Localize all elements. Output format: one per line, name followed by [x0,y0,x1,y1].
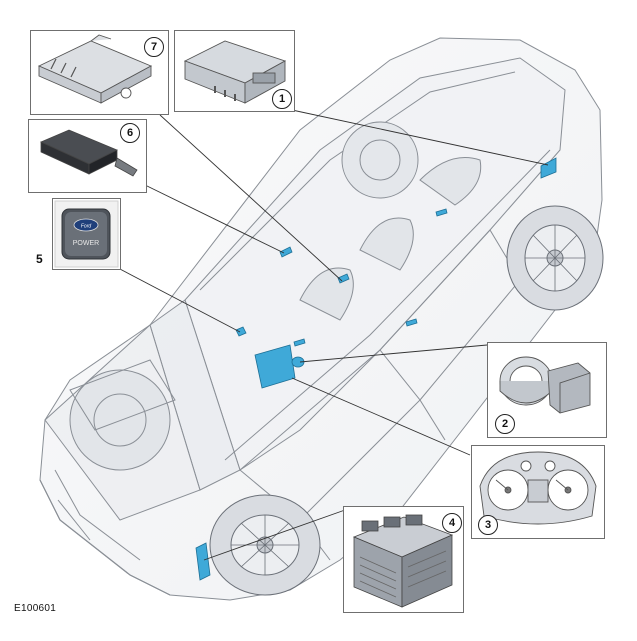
callout-frame-5: Ford POWER [52,198,121,270]
ignition-transceiver-icon [499,356,591,414]
front-module-highlight [195,542,211,581]
power-button-highlight [235,326,247,337]
engine-control-module-icon [352,514,454,608]
instrument-cluster-icon [479,451,597,525]
callout-frame-7 [30,30,169,115]
power-button-label: POWER [73,240,99,247]
callout-frame-6 [28,119,147,193]
svg-text:Ford: Ford [81,224,92,230]
antenna-module-icon [40,129,138,177]
front-wheel [209,494,321,596]
callout-number-3: 3 [478,515,498,535]
callout-number-4: 4 [442,513,462,533]
rear-module-highlight [540,157,557,179]
antenna-highlight-c [293,338,306,347]
antenna-highlight-7 [337,273,350,284]
figure-reference: E100601 [14,603,57,614]
bracket-module-icon [37,34,153,104]
antenna-highlight-a [435,208,448,217]
antenna-highlight-b [405,318,418,327]
leader-lines [117,109,549,561]
electronic-control-module-icon [183,40,287,104]
cluster-highlight [254,344,296,389]
callout-number-1: 1 [272,89,292,109]
callout-number-6: 6 [120,123,140,143]
callout-number-7: 7 [144,37,164,57]
antenna-highlight-6 [279,246,293,258]
callout-number-5: 5 [36,252,43,266]
callout-frame-3 [471,445,605,539]
rear-wheel [506,205,604,311]
power-start-button-icon: Ford POWER [54,200,119,268]
highlighted-components [195,157,557,581]
vehicle-body [39,37,603,601]
callout-number-2: 2 [495,414,515,434]
